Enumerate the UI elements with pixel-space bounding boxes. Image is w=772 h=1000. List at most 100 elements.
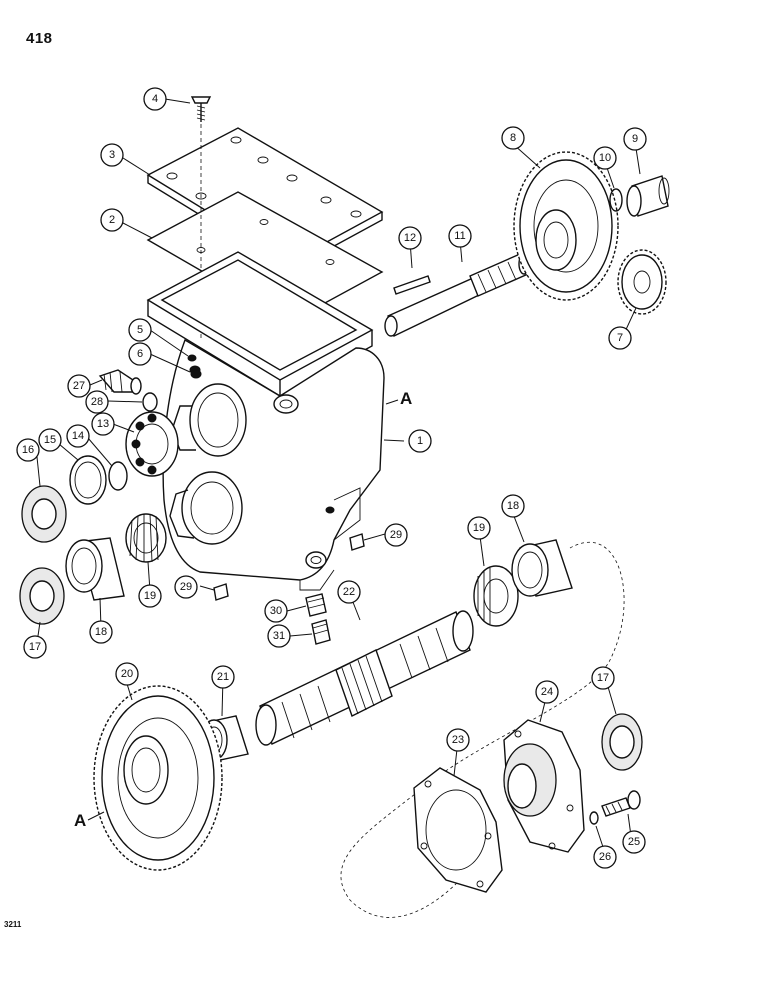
callout-19a: 19	[138, 584, 162, 608]
callout-22: 22	[337, 580, 361, 604]
callout-13: 13	[91, 412, 115, 436]
svg-text:31: 31	[273, 630, 285, 642]
svg-text:3: 3	[109, 149, 115, 161]
oil-seal-part	[21, 485, 67, 543]
svg-text:19: 19	[144, 590, 156, 602]
svg-text:7: 7	[617, 332, 623, 344]
callout-16: 16	[16, 438, 40, 462]
svg-text:17: 17	[29, 641, 41, 653]
breather-fitting-part	[98, 369, 142, 395]
callout-27: 27	[67, 374, 91, 398]
callout-9: 9	[623, 127, 647, 151]
svg-text:19: 19	[473, 522, 485, 534]
callout-19b: 19	[467, 516, 491, 540]
bearing-cup-right-part	[511, 539, 573, 597]
snap-ring-small-part	[609, 188, 623, 212]
bearing-cone-part	[125, 513, 167, 563]
callout-2: 2	[100, 208, 124, 232]
callout-17b: 17	[591, 666, 615, 690]
snap-ring-part	[108, 461, 128, 491]
callout-6: 6	[128, 342, 152, 366]
callout-28: 28	[85, 390, 109, 414]
callout-23: 23	[446, 728, 470, 752]
callout-1: 1	[408, 429, 432, 453]
svg-text:30: 30	[270, 605, 282, 617]
callout-29a: 29	[384, 523, 408, 547]
svg-text:29: 29	[390, 529, 402, 541]
ball-bearing-part	[125, 411, 179, 477]
view-letter-a-upper: A	[400, 389, 412, 408]
output-shaft-part	[255, 610, 474, 746]
callout-3: 3	[100, 143, 124, 167]
callout-24: 24	[535, 680, 559, 704]
callout-11: 11	[448, 224, 472, 248]
callout-4: 4	[143, 87, 167, 111]
svg-text:22: 22	[343, 586, 355, 598]
svg-text:18: 18	[95, 626, 107, 638]
input-shaft-part	[384, 253, 530, 337]
svg-text:6: 6	[137, 348, 143, 360]
callout-20: 20	[115, 662, 139, 686]
callout-12: 12	[398, 226, 422, 250]
page-number: 418	[26, 30, 53, 47]
svg-text:5: 5	[137, 324, 143, 336]
drain-valve-part	[311, 619, 331, 645]
svg-text:12: 12	[404, 232, 416, 244]
large-gear-part	[513, 151, 619, 301]
key-part	[393, 275, 431, 295]
svg-text:2: 2	[109, 214, 115, 226]
cover-gasket-part	[413, 767, 503, 893]
svg-text:28: 28	[91, 396, 103, 408]
view-letter-a-lower: A	[74, 811, 86, 830]
callout-21: 21	[211, 665, 235, 689]
svg-text:17: 17	[597, 672, 609, 684]
svg-text:9: 9	[632, 133, 638, 145]
oil-seal-lower-part	[19, 567, 65, 625]
callout-30: 30	[264, 599, 288, 623]
bearing-cup-part	[65, 537, 125, 601]
callout-31: 31	[267, 624, 291, 648]
callout-8: 8	[501, 126, 525, 150]
svg-text:13: 13	[97, 418, 109, 430]
callout-15: 15	[38, 428, 62, 452]
callout-18b: 18	[501, 494, 525, 518]
svg-text:21: 21	[217, 671, 229, 683]
gearbox-housing-part	[146, 251, 385, 591]
svg-text:1: 1	[417, 435, 423, 447]
svg-text:14: 14	[72, 430, 84, 442]
lock-washer-part	[589, 811, 599, 825]
plug-part	[187, 354, 202, 379]
output-gear-part	[93, 685, 223, 871]
oil-seal-right-part	[601, 713, 643, 771]
svg-text:16: 16	[22, 444, 34, 456]
svg-text:10: 10	[599, 152, 611, 164]
seal-ring-part	[69, 455, 107, 505]
callout-26: 26	[593, 845, 617, 869]
svg-text:25: 25	[628, 836, 640, 848]
svg-text:15: 15	[44, 434, 56, 446]
cap-screw-part	[601, 790, 641, 817]
callout-7: 7	[608, 326, 632, 350]
callout-29b: 29	[174, 575, 198, 599]
svg-text:23: 23	[452, 734, 464, 746]
callout-5: 5	[128, 318, 152, 342]
callout-17a: 17	[23, 635, 47, 659]
o-ring-part	[142, 392, 158, 412]
drain-fitting-part	[305, 593, 327, 617]
bearing-retainer-part	[503, 719, 585, 853]
callout-10: 10	[593, 146, 617, 170]
svg-text:29: 29	[180, 581, 192, 593]
svg-text:4: 4	[152, 93, 158, 105]
svg-text:20: 20	[121, 668, 133, 680]
callout-14: 14	[66, 424, 90, 448]
figure-code: 3211	[4, 920, 22, 929]
svg-text:26: 26	[599, 851, 611, 863]
callout-18a: 18	[89, 620, 113, 644]
svg-text:8: 8	[510, 132, 516, 144]
bushing-part	[626, 175, 670, 217]
bearing-cone-right-part	[473, 565, 519, 627]
pipe-plug-part	[349, 533, 365, 551]
svg-text:18: 18	[507, 500, 519, 512]
